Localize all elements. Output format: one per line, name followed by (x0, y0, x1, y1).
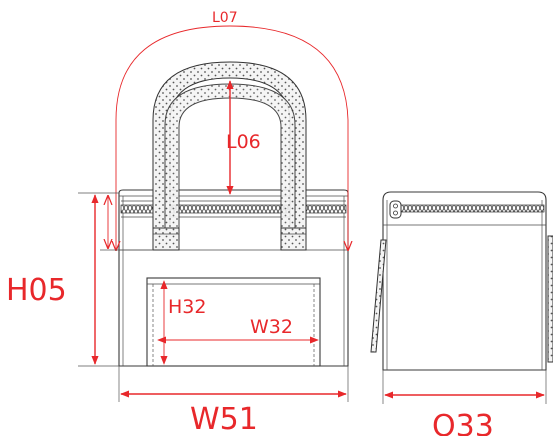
zipper-teeth-side (391, 204, 545, 213)
zipper-teeth-front (120, 204, 347, 214)
side-handle-strap-right (547, 235, 553, 363)
side-view (370, 191, 553, 404)
side-handle-strap-left (370, 239, 387, 353)
front-pocket (146, 277, 321, 367)
bag-body-side (382, 191, 547, 371)
body-width-label: W51 (190, 402, 258, 436)
handle-arc-label: L07 (212, 10, 238, 26)
handle-height-label: L06 (226, 131, 261, 153)
pocket-width-label: W32 (250, 316, 293, 338)
zipper-pull-icon (389, 200, 402, 219)
body-height-label: H05 (6, 273, 67, 308)
pocket-height-label: H32 (168, 296, 206, 318)
side-width-label: O33 (432, 409, 494, 436)
handle-tab (280, 227, 307, 251)
handle-tab (152, 227, 180, 251)
front-view (78, 25, 348, 402)
handle-arc-dimension (116, 25, 348, 250)
